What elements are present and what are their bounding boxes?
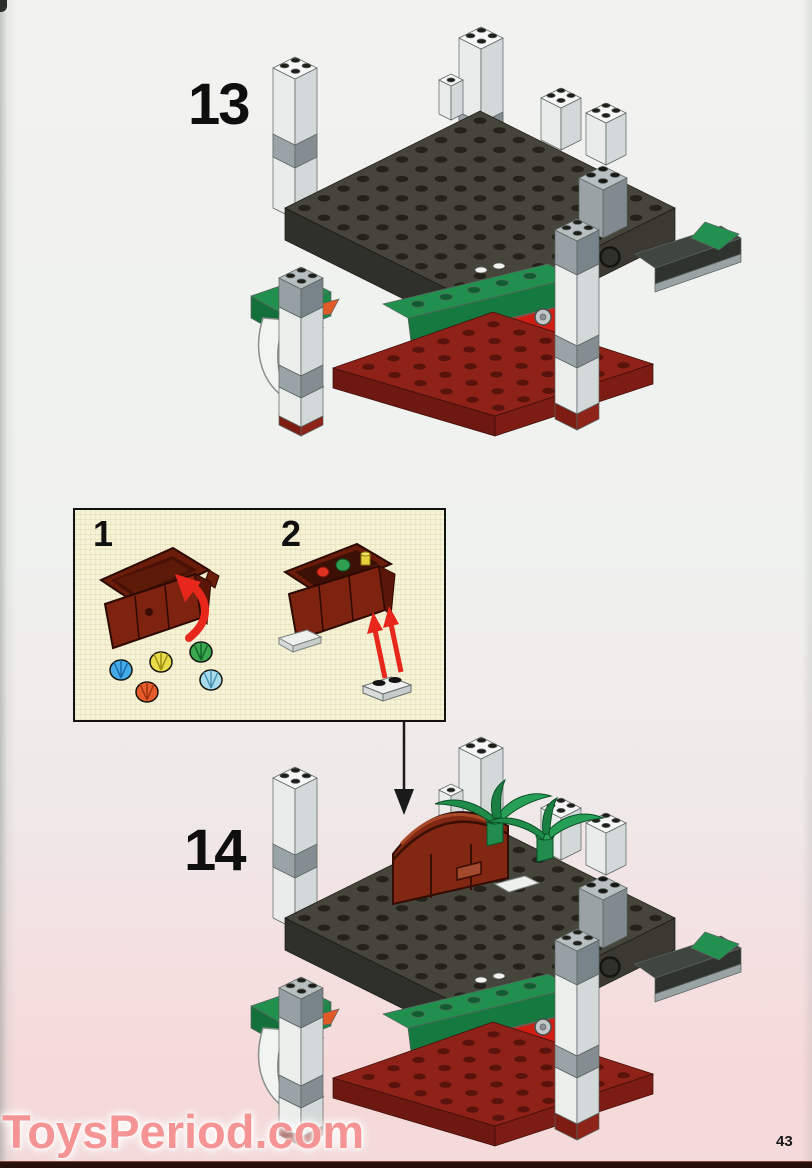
gems <box>109 641 223 703</box>
gem-orange <box>135 681 159 703</box>
substep-2-chest-illustration <box>277 542 413 702</box>
gem-blue <box>109 659 133 681</box>
red-up-arrows-icon <box>367 606 404 679</box>
substep-2-number: 2 <box>281 513 302 554</box>
scan-corner-mark <box>0 0 7 12</box>
step-14-number: 14 <box>184 818 246 883</box>
gem-green <box>189 641 213 663</box>
inset-panel: 1 2 <box>73 508 446 722</box>
page-edge-shade <box>802 0 812 1168</box>
chest-with-gems <box>277 542 396 653</box>
page-number: 43 <box>776 1133 793 1150</box>
watermark: ToysPeriod.com <box>2 1104 364 1159</box>
step-14-model-illustration <box>249 735 743 1148</box>
curved-red-arrow-icon <box>175 574 209 642</box>
step-13-model-illustration <box>249 25 743 438</box>
white-plate-with-round-tiles <box>361 676 413 702</box>
substep-1-chest-illustration <box>98 546 223 703</box>
substep-1-number: 1 <box>93 513 114 554</box>
gem-yellow <box>149 651 173 673</box>
gem-lightblue <box>199 669 223 691</box>
bottom-edge-stripe <box>0 1161 812 1168</box>
page-spine-shadow <box>0 0 16 1168</box>
step-13-number: 13 <box>188 72 250 137</box>
down-arrow-icon <box>394 721 414 815</box>
watermark-text: ToysPeriod.com <box>2 1105 365 1158</box>
